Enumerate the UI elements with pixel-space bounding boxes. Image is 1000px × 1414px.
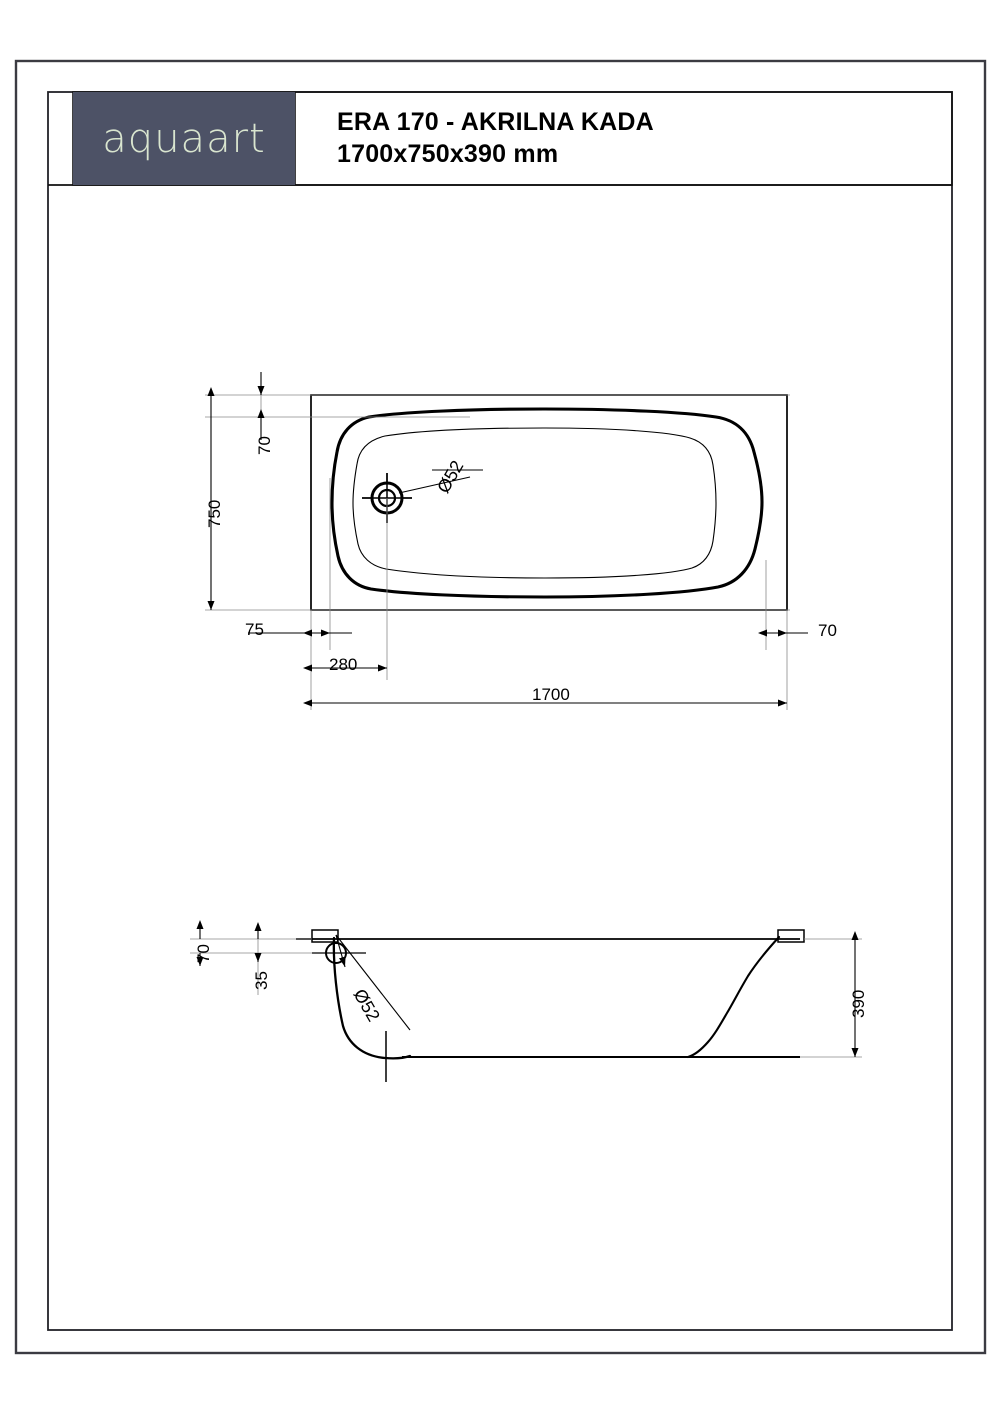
section-backrest-profile [686, 935, 781, 1059]
section-extension-lines [190, 936, 862, 1058]
top-view [205, 372, 808, 710]
title-text-cell: ERA 170 - AKRILNA KADA 1700x750x390 mm [295, 92, 952, 185]
dimension-label-70-top: 70 [255, 436, 274, 455]
dimension-label-70-section: 70 [194, 944, 213, 963]
tub-bowl-outline [352, 427, 717, 579]
top-view-extension-lines [205, 372, 790, 710]
dimension-label-280: 280 [329, 655, 358, 674]
dimension-label-750: 750 [205, 499, 224, 528]
section-left-wall [332, 936, 412, 1060]
overflow-hole-symbol [312, 942, 366, 964]
sheet-border-inner [47, 91, 953, 1331]
dimension-label-1700: 1700 [532, 685, 570, 704]
sheet-border-outer [14, 59, 987, 1355]
brand-wordmark: aquaart [102, 115, 266, 162]
section-left-rim-detail [311, 929, 339, 943]
dimension-label-75: 75 [245, 620, 264, 639]
diameter-leader-section [335, 934, 411, 1031]
brand-logo-cell: aquaart [73, 92, 295, 185]
product-dimensions: 1700x750x390 mm [337, 139, 559, 168]
section-right-rim-detail [777, 929, 805, 943]
tub-rim-outline [330, 407, 764, 599]
dimension-label-70-right: 70 [818, 621, 837, 640]
section-view [190, 920, 862, 1082]
diameter-leader-top [398, 469, 483, 494]
product-title: ERA 170 - AKRILNA KADA [337, 108, 654, 137]
dimension-label-390: 390 [849, 989, 868, 1018]
dimension-label-35-section: 35 [252, 971, 271, 990]
title-block: aquaart ERA 170 - AKRILNA KADA 1700x750x… [73, 92, 952, 185]
